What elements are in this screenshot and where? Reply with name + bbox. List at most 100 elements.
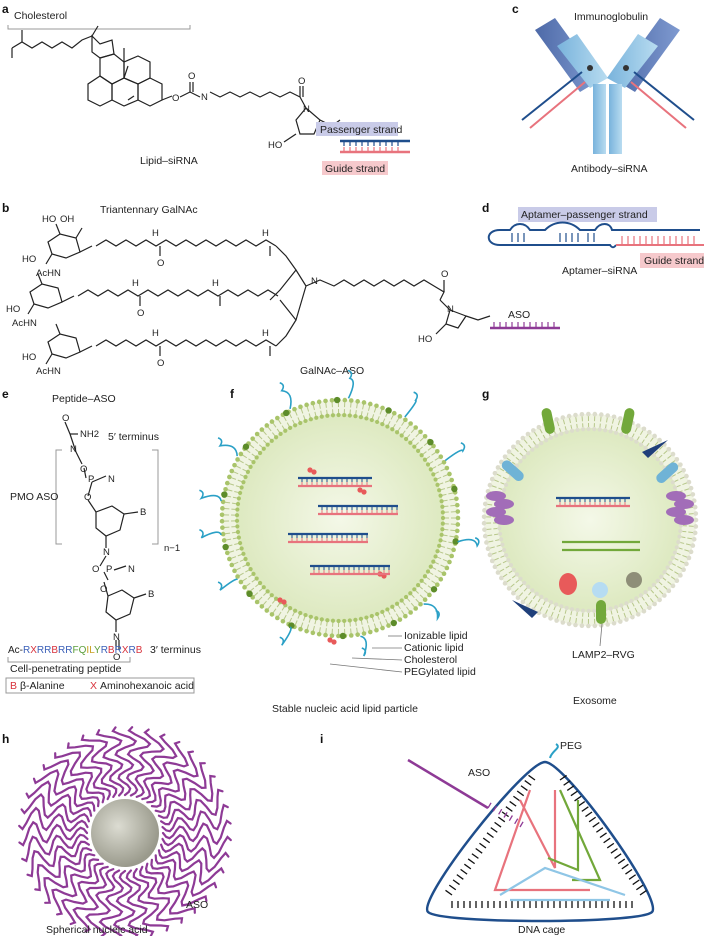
guide-strand-box [322,161,388,175]
panel-e-letter: e [2,387,9,401]
aso-label-b: ASO [508,309,530,321]
nh-3a: H [152,328,159,339]
aptamer-passenger-label: Aptamer–passenger strand [521,209,648,221]
cage-outline [425,760,655,923]
o-e1: O [80,464,87,475]
cpp-residue: X [122,645,129,656]
lnp-particle [199,369,480,657]
p-e1: P [88,474,94,485]
legend-box [5,677,195,694]
cpp-residue: B [108,645,115,656]
acnh-3: AcHN [36,366,61,377]
galnac-linkers [77,239,491,356]
carbonyl-o-b: O [441,269,448,280]
galnac-sugar-2 [27,273,75,315]
legend-x-key: X [90,680,97,692]
exosome-particle [481,408,699,629]
o-e2: O [84,492,91,503]
aptamer-guide-strand [616,236,704,246]
o-b3: O [157,358,164,369]
oh-1: OH [60,214,74,225]
ho-1: HO [42,214,56,225]
p-e2: P [106,564,112,575]
n-minus-1: n−1 [164,543,180,554]
pyrrolidine-n: N [303,104,310,115]
snalp-label: Stable nucleic acid lipid particle [272,703,418,715]
nh-3b: H [262,328,269,339]
cholesterol-structure [11,25,173,107]
cpp-residue: I [86,645,89,656]
panel-g: g LAMP2–RVG Exosome [481,387,699,707]
cpp-residue: R [44,645,51,656]
legend-b-label: β-Alanine [20,680,65,692]
ho-4: HO [22,352,36,363]
exosome-label: Exosome [573,695,617,707]
ho-3: HO [6,304,20,315]
ho-b: HO [418,334,432,345]
ho-2: HO [22,254,36,265]
o-b2: O [137,308,144,319]
cage-inner-strands [493,789,626,902]
panel-f-letter: f [230,387,235,401]
nh-2b: H [212,278,219,289]
o-e-top: O [62,413,69,424]
cage-ticks [445,774,647,908]
panel-h: h ASO Spherical nucleic acid [2,726,232,936]
cpp-label: Cell-penetrating peptide [10,663,122,675]
panel-c-letter: c [512,2,519,16]
panel-e: e Peptide–ASO O NH2 5′ terminus N O P N [2,387,201,694]
guide-strand-label-d: Guide strand [644,255,704,267]
panel-c: c Immunoglobulin Antibody–siRNA [512,2,695,175]
o-e3: O [92,564,99,575]
n-e1: N [70,444,77,455]
legend-x-label: Aminohexanoic acid [100,680,194,692]
carbonyl-o-2: O [298,76,305,87]
lamp2-rvg-label: LAMP2–RVG [572,649,635,661]
aso-label-h: ASO [186,899,208,911]
three-prime-label: 3′ terminus [150,644,201,656]
antibody-sirna-label: Antibody–siRNA [571,163,647,175]
cpp-residue: B [136,645,143,656]
cpp-residue: X [30,645,37,656]
five-prime-label: 5′ terminus [108,431,159,443]
bracket-left [55,449,62,545]
bracket-right [152,449,159,545]
n-e3: N [113,632,120,643]
panel-b: b Triantennary GalNAc OH HO HO AcHN HO A… [2,201,560,377]
peg-chain-i [549,743,559,759]
guide-strand-label: Guide strand [325,163,385,175]
nh-2a: H [132,278,139,289]
carbonyl-o-1: O [188,71,195,82]
pyrrolidine-n-b: N [447,304,454,315]
acnh-2: AcHN [12,318,37,329]
sirna-duplex-a [340,139,410,154]
aptamer-passenger-box [518,207,657,222]
cpp-residue: R [129,645,136,656]
panel-d-letter: d [482,201,489,215]
cpp-residue: Y [94,645,101,656]
amide-n-b: N [311,276,318,287]
o-b1: O [157,258,164,269]
cationic-lipid-label: Cationic lipid [404,642,464,654]
cpp-residue: R [37,645,44,656]
panel-b-letter: b [2,201,9,215]
carbamate-nh: N [201,92,208,103]
immunoglobulin-label: Immunoglobulin [574,11,648,23]
triantennary-label: Triantennary GalNAc [100,204,198,216]
galnac-aso-label: GalNAc–ASO [300,365,364,377]
lnp-callouts [329,635,403,673]
cpp-residue: R [58,645,65,656]
panel-g-letter: g [482,387,489,401]
ionizable-lipid-label: Ionizable lipid [404,630,468,642]
n-e2: N [103,547,110,558]
acnh-1: AcHN [36,268,61,279]
panel-d: d Aptamer–passenger strand Guide strand … [482,201,704,277]
panel-a-letter: a [2,2,9,16]
pmo-aso-label: PMO ASO [10,491,58,503]
hydroxyl-label: HO [268,140,282,151]
cpp-residue: R [65,645,72,656]
aptamer-sirna-label: Aptamer–siRNA [562,265,637,277]
aso-strand-b [490,322,560,330]
ester-o-1: O [172,93,179,104]
lipid-sirna-label: Lipid–siRNA [140,155,198,167]
